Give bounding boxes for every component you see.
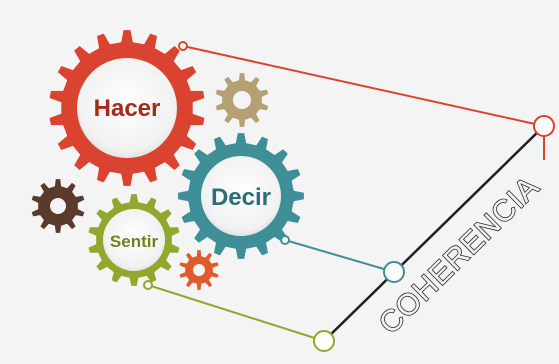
coherencia-label: COHERENCIA [373,170,546,341]
small-tan-gear-hub [233,91,251,109]
hacer-gear-face [77,58,177,158]
hacer-label: Hacer [94,95,161,122]
small-brown-gear-hub [50,198,66,214]
sentir-connector-end [313,330,335,352]
decir-connector-node [280,235,290,245]
hacer-connector-end [533,115,555,137]
sentir-gear-face [103,209,165,271]
decir-label: Decir [211,184,271,211]
decir-connector-line [284,239,395,273]
hacer-connector-node [178,41,188,51]
decir-connector-end [383,261,405,283]
sentir-label: Sentir [110,232,159,251]
sentir-connector-line [147,284,325,342]
decir-gear-face [201,156,281,236]
hacer-connector-line [182,45,545,127]
small-orange-gear-hub [193,264,205,276]
coherencia-band-line [323,125,545,342]
sentir-connector-node [143,280,153,290]
